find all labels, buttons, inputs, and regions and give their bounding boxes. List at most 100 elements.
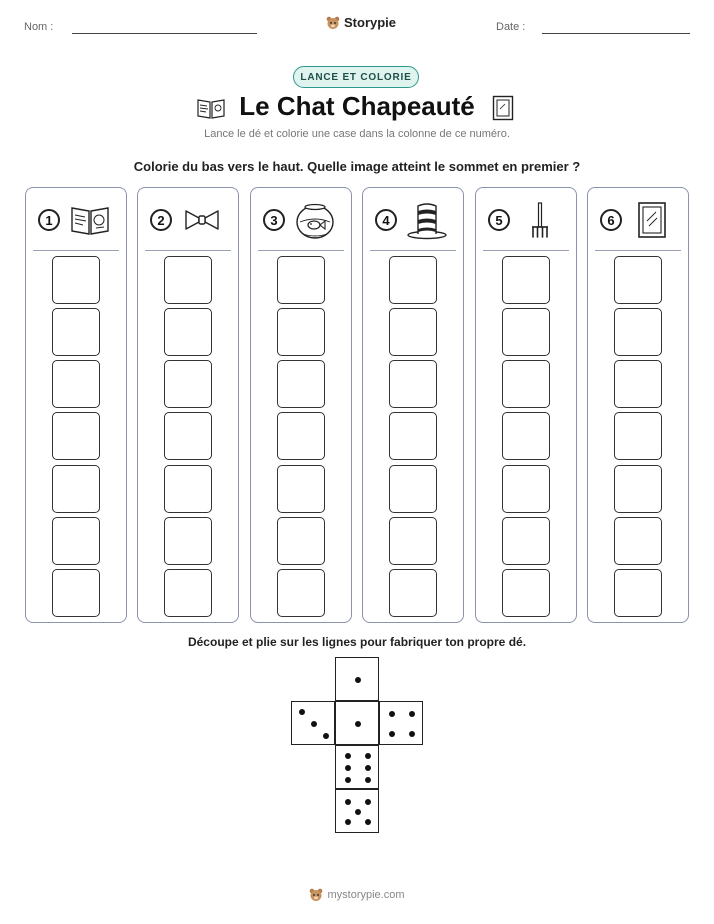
color-box[interactable]: [277, 256, 325, 304]
color-box[interactable]: [52, 569, 100, 617]
color-box[interactable]: [614, 256, 662, 304]
open-book-icon: [68, 200, 112, 240]
color-box[interactable]: [389, 465, 437, 513]
brand-logo: Storypie: [326, 15, 396, 30]
column-header: 5: [476, 188, 576, 250]
color-box[interactable]: [164, 517, 212, 565]
column-divider: [33, 250, 119, 251]
name-label: Nom :: [24, 21, 54, 33]
dice-pip: [355, 809, 361, 815]
color-box[interactable]: [277, 569, 325, 617]
name-line: [72, 33, 257, 34]
dice-pip: [355, 721, 361, 727]
cut-instruction: Découpe et plie sur les lignes pour fabr…: [187, 635, 527, 649]
dice-pip: [345, 765, 351, 771]
dice-pip: [409, 731, 415, 737]
column-number: 1: [38, 209, 60, 231]
dice-pip: [365, 777, 371, 783]
dice-face: [335, 657, 379, 701]
column-6: 6: [587, 187, 689, 623]
color-box[interactable]: [52, 360, 100, 408]
column-1: 1: [25, 187, 127, 623]
color-box[interactable]: [52, 517, 100, 565]
color-box[interactable]: [52, 412, 100, 460]
bear-logo-icon: [326, 16, 340, 29]
page-title: Le Chat Chapeauté: [239, 91, 475, 121]
color-box[interactable]: [614, 412, 662, 460]
color-box[interactable]: [389, 256, 437, 304]
column-divider: [145, 250, 231, 251]
color-box[interactable]: [614, 465, 662, 513]
brand-name: Storypie: [344, 15, 397, 30]
column-divider: [595, 250, 681, 251]
color-box[interactable]: [164, 308, 212, 356]
color-box[interactable]: [389, 360, 437, 408]
color-box[interactable]: [164, 256, 212, 304]
dice-pip: [365, 799, 371, 805]
color-box[interactable]: [614, 360, 662, 408]
color-box[interactable]: [164, 360, 212, 408]
column-number: 6: [600, 209, 622, 231]
dice-pip: [365, 819, 371, 825]
dice-face: [335, 701, 379, 745]
color-box[interactable]: [277, 412, 325, 460]
date-label: Date :: [496, 21, 526, 33]
dice-pip: [389, 711, 395, 717]
picture-frame-icon: [630, 200, 674, 240]
column-header: 1: [26, 188, 126, 250]
fishbowl-icon: [293, 200, 337, 240]
dice-pip: [323, 733, 329, 739]
coloring-instruction: Colorie du bas vers le haut. Quelle imag…: [133, 159, 581, 174]
column-number: 2: [150, 209, 172, 231]
color-box[interactable]: [614, 308, 662, 356]
column-number: 4: [375, 209, 397, 231]
dice-pip: [345, 819, 351, 825]
color-box[interactable]: [389, 308, 437, 356]
page-subtitle: Lance le dé et colorie une case dans la …: [204, 128, 510, 140]
color-box[interactable]: [164, 412, 212, 460]
column-5: 5: [475, 187, 577, 623]
color-box[interactable]: [502, 360, 550, 408]
color-box[interactable]: [277, 465, 325, 513]
color-box[interactable]: [502, 569, 550, 617]
column-header: 4: [363, 188, 463, 250]
color-box[interactable]: [277, 308, 325, 356]
color-box[interactable]: [389, 412, 437, 460]
dice-pip: [345, 777, 351, 783]
column-header: 2: [138, 188, 238, 250]
dice-pip: [311, 721, 317, 727]
color-box[interactable]: [502, 308, 550, 356]
dice-pip: [299, 709, 305, 715]
bow-tie-icon: [180, 200, 224, 240]
rake-icon: [518, 200, 562, 240]
dice-pip: [365, 765, 371, 771]
color-box[interactable]: [389, 517, 437, 565]
color-box[interactable]: [614, 569, 662, 617]
color-box[interactable]: [502, 517, 550, 565]
dice-pip: [345, 799, 351, 805]
footer-url: mystorypie.com: [327, 889, 405, 901]
color-box[interactable]: [277, 517, 325, 565]
column-divider: [483, 250, 569, 251]
picture-frame-icon: [492, 95, 514, 121]
color-box[interactable]: [614, 517, 662, 565]
color-box[interactable]: [52, 308, 100, 356]
striped-hat-icon: [405, 200, 449, 240]
color-box[interactable]: [502, 412, 550, 460]
color-box[interactable]: [164, 569, 212, 617]
bear-logo-icon: [310, 888, 323, 901]
color-box[interactable]: [502, 256, 550, 304]
color-box[interactable]: [389, 569, 437, 617]
dice-face: [335, 745, 379, 789]
column-number: 3: [263, 209, 285, 231]
color-box[interactable]: [52, 465, 100, 513]
color-box[interactable]: [164, 465, 212, 513]
dice-face: [379, 701, 423, 745]
dice-face: [335, 789, 379, 833]
color-box[interactable]: [277, 360, 325, 408]
open-book-icon: [197, 99, 225, 119]
column-divider: [258, 250, 344, 251]
dice-pip: [365, 753, 371, 759]
color-box[interactable]: [52, 256, 100, 304]
color-box[interactable]: [502, 465, 550, 513]
